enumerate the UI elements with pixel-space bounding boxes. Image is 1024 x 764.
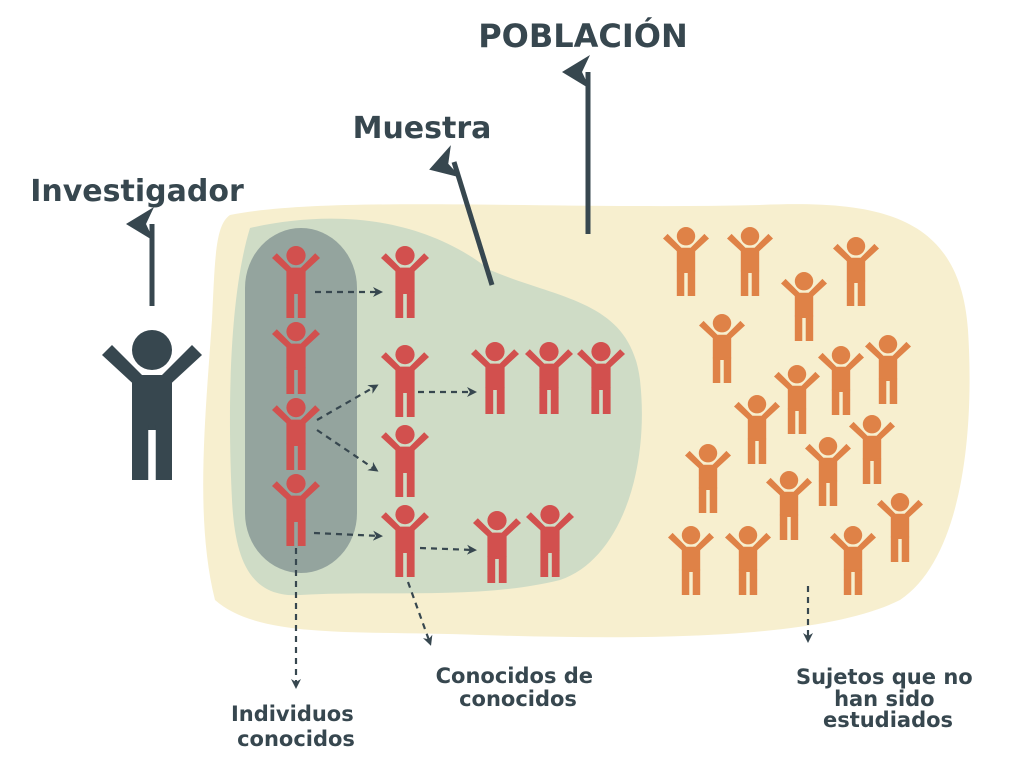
unstudied-subject-icon <box>818 346 864 415</box>
unstudied-subject-icon <box>774 365 820 434</box>
unstudied-subject-icon <box>805 437 851 506</box>
unstudied-subject-icon <box>833 237 879 306</box>
acquaintance-icon <box>381 505 429 577</box>
connection-arrow <box>316 429 379 472</box>
acquaintance-icon <box>526 505 574 577</box>
unstudied-subject-icon <box>781 272 827 341</box>
unstudied-subject-icon <box>877 493 923 562</box>
unstudied-subject-icon <box>734 395 780 464</box>
known-individual-icon <box>272 398 320 470</box>
acquaintances-label-line: conocidos <box>459 687 577 711</box>
unstudied-subject-icon <box>725 526 771 595</box>
acquaintance-icon <box>525 342 573 414</box>
unstudied-subject-icon <box>865 335 911 404</box>
acquaintance-icon <box>577 342 625 414</box>
unstudied-subjects-label-line: han sido <box>834 687 935 711</box>
unstudied-subject-icon <box>849 415 895 484</box>
people <box>102 227 923 595</box>
known-individual-icon <box>272 246 320 318</box>
known-individuals-label: Individuos conocidos <box>231 702 361 751</box>
unstudied-subjects-label-line: estudiados <box>823 708 953 732</box>
connection-arrow <box>316 384 379 421</box>
acquaintance-icon <box>473 511 521 583</box>
known-individuals-label-line: conocidos <box>237 727 355 751</box>
researcher-label: Investigador <box>30 174 244 209</box>
researcher-person-icon <box>102 330 202 480</box>
unstudied-subjects-label-line: Sujetos que no <box>796 665 973 689</box>
acquaintance-icon <box>381 345 429 417</box>
acquaintance-icon <box>471 342 519 414</box>
population-label: POBLACIÓN <box>478 16 688 55</box>
unstudied-subject-icon <box>668 526 714 595</box>
unstudied-subjects-label: Sujetos que no han sido estudiados <box>796 665 980 732</box>
known-individuals-label-line: Individuos <box>231 702 354 726</box>
acquaintance-icon <box>381 425 429 497</box>
acquaintances-label: Conocidos de conocidos <box>436 664 601 711</box>
connection-arrows <box>291 287 813 689</box>
unstudied-subject-icon <box>699 314 745 383</box>
unstudied-subject-icon <box>766 471 812 540</box>
sample-label: Muestra <box>353 111 492 146</box>
known-individual-icon <box>272 322 320 394</box>
unstudied-subject-icon <box>727 227 773 296</box>
sample-arrow <box>429 145 495 286</box>
known-individual-icon <box>272 474 320 546</box>
unstudied-subject-icon <box>685 444 731 513</box>
acquaintance-icon <box>381 246 429 318</box>
connection-arrow <box>313 530 383 541</box>
unstudied-subject-icon <box>830 526 876 595</box>
unstudied-subject-icon <box>663 227 709 296</box>
connection-arrow <box>419 544 477 555</box>
acquaintances-label-line: Conocidos de <box>436 664 593 688</box>
